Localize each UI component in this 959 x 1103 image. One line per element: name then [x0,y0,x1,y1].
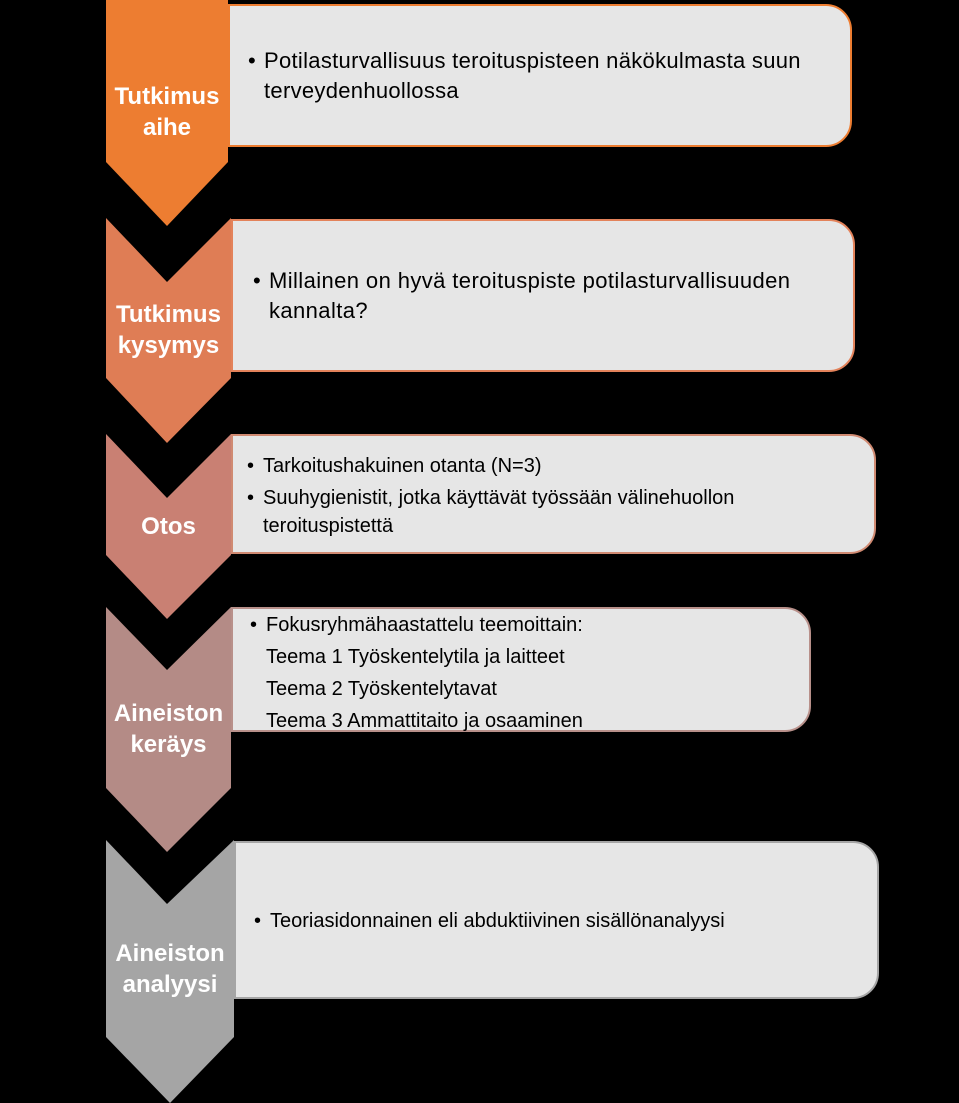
chevron-aineiston-analyysi [106,840,234,1103]
bullet-icon: • [250,614,258,636]
bullet-icon: • [254,910,262,932]
bullet-icon: • [253,268,262,293]
bullet-text: Fokusryhmähaastattelu teemoittain: [266,614,583,636]
step-box-aineiston-analyysi: • Teoriasidonnainen eli abduktiivinen si… [234,841,879,999]
step-label-line2: aihe [142,114,192,141]
chevron-tutkimus-kysymys [106,218,231,443]
bullet-text: Millainen on hyvä teroituspiste potilast… [269,268,791,323]
step-label-line1: Tutkimus [114,83,220,110]
chevron-tutkimus-aihe [106,0,228,226]
bullet-icon: • [248,48,257,73]
bullet-text: Tarkoitushakuinen otanta (N=3) [263,455,542,477]
bullet-text: Teoriasidonnainen eli abduktiivinen sisä… [270,910,725,932]
step-label-line2: analyysi [122,971,218,998]
chevron-otos [106,434,231,619]
step-label-line2: keräys [130,731,207,758]
bullet-icon: • [247,455,255,477]
step-box-otos: • Tarkoitushakuinen otanta (N=3) • Suuhy… [231,434,876,554]
step-label-line1: Aineiston [115,940,225,967]
step-label-aineiston-analyysi: Aineiston analyysi [106,937,234,1001]
bullet-item: • Fokusryhmähaastattelu teemoittain: [250,609,797,641]
bullet-item: • Teoriasidonnainen eli abduktiivinen si… [254,907,863,935]
theme-line: Teema 3 Ammattitaito ja osaaminen [266,710,583,732]
bullet-item: • Tarkoitushakuinen otanta (N=3) [247,452,860,480]
step-box-tutkimus-aihe: • Potilasturvallisuus teroituspisteen nä… [228,4,852,147]
step-box-aineiston-keräys: • Fokusryhmähaastattelu teemoittain: Tee… [231,607,811,732]
step-label-line1: Tutkimus [116,301,221,328]
step-label-tutkimus-kysymys: Tutkimus kysymys [106,297,231,363]
step-label-aineiston-keräys: Aineiston keräys [106,697,231,761]
bullet-text: Suuhygienistit, jotka käyttävät työssään… [263,487,735,537]
step-box-tutkimus-kysymys: • Millainen on hyvä teroituspiste potila… [231,219,855,372]
step-label-line1: Otos [141,512,196,540]
bullet-item: • Suuhygienistit, jotka käyttävät työssä… [247,484,860,540]
bullet-item: • Potilasturvallisuus teroituspisteen nä… [248,46,830,106]
bullet-item: • Millainen on hyvä teroituspiste potila… [253,266,841,326]
step-label-tutkimus-aihe: Tutkimus aihe [106,80,228,144]
theme-line: Teema 2 Työskentelytavat [266,678,497,700]
step-label-line1: Aineiston [113,700,224,727]
step-label-otos: Otos [106,510,231,542]
bullet-text: Potilasturvallisuus teroituspisteen näkö… [264,48,801,103]
chevron-aineiston-keräys [106,607,231,852]
bullet-icon: • [247,487,255,509]
step-label-line2: kysymys [117,332,220,359]
theme-line: Teema 1 Työskentelytila ja laitteet [266,646,565,668]
